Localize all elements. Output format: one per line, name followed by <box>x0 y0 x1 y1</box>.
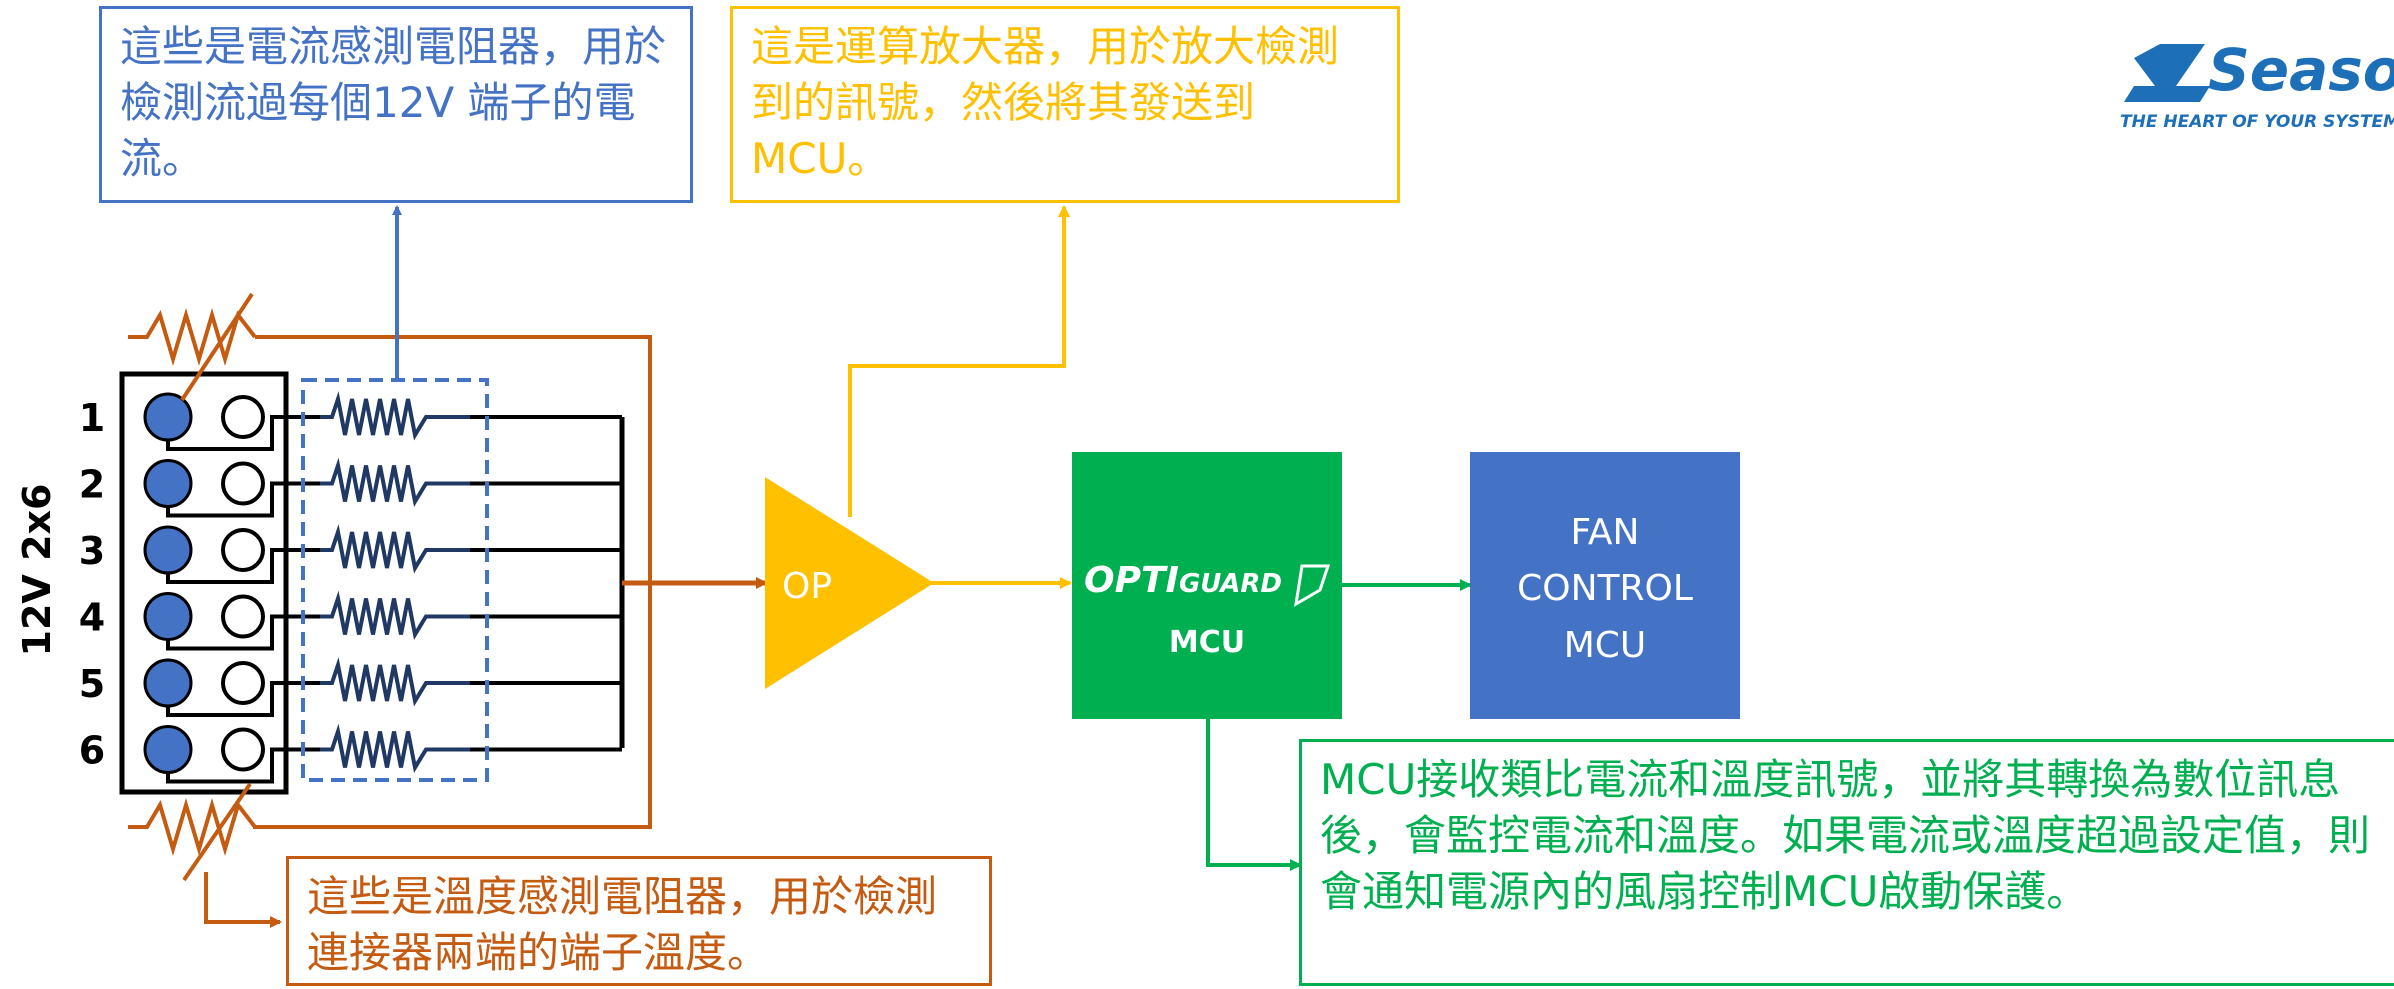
pin-ground-terminal <box>221 661 265 705</box>
current-sense-resistor <box>320 723 470 773</box>
thermistor-bottom <box>128 797 257 857</box>
seasonic-logo-icon <box>2124 44 2210 102</box>
pin-ground-terminal <box>221 528 265 572</box>
pin-number: 5 <box>79 662 105 706</box>
temp-callout-arrow <box>204 872 282 928</box>
optiguard-shield-icon <box>1294 564 1331 607</box>
optiguard-logo-main: OPTI <box>1084 560 1179 601</box>
current-sense-group <box>301 378 489 782</box>
mcu-callout-arrow <box>1206 719 1302 871</box>
optiguard-logo-sub: GUARD <box>1179 569 1282 599</box>
current-sense-resistor <box>320 457 470 507</box>
seasonic-wordmark: Seasonic <box>2208 36 2394 104</box>
connector-label: 12V 2x6 <box>15 484 59 657</box>
thermistor-bottom-slash <box>182 782 252 882</box>
pin-number: 4 <box>79 596 105 640</box>
current-sense-resistor <box>320 391 470 441</box>
optiguard-mcu-block <box>1072 452 1342 719</box>
current-sense-resistor <box>320 657 470 707</box>
pin-ground-terminal <box>221 461 265 506</box>
current-sense-resistor <box>320 590 470 640</box>
pin-number: 1 <box>79 396 105 440</box>
optiguard-mcu-label: MCU <box>1169 625 1245 660</box>
connector-housing <box>119 371 289 795</box>
seasonic-tagline: THE HEART OF YOUR SYSTEM <box>2120 112 2394 132</box>
pin-wire <box>166 481 320 518</box>
pin-12v-terminal <box>143 459 193 508</box>
fan-control-label-3: MCU <box>1564 625 1647 666</box>
optiguard-logo: OPTIGUARD <box>1084 560 1282 601</box>
pin-12v-terminal <box>143 525 193 575</box>
pin-ground-terminal <box>221 727 265 772</box>
op-amp <box>765 477 934 689</box>
pin-wire <box>166 415 320 451</box>
pin-wire <box>166 747 320 784</box>
pin-rows: 1 2 3 4 5 6 <box>79 391 622 784</box>
fan-control-label-1: FAN <box>1571 512 1640 553</box>
op-amp-label: OP <box>782 566 832 607</box>
thermistor-top-slash <box>180 292 254 402</box>
fan-control-block <box>1470 452 1740 719</box>
current-sense-callout: 這些是電流感測電阻器，用於檢測流過每個12V 端子的電流。 <box>99 6 693 203</box>
temperature-sense-callout: 這些是溫度感測電阻器，用於檢測連接器兩端的端子溫度。 <box>286 856 992 986</box>
op-callout-arrow <box>848 205 1070 517</box>
pin-12v-terminal <box>143 592 193 641</box>
temp-sense-wire-top <box>253 335 652 829</box>
pin-12v-terminal <box>143 392 193 442</box>
pin-ground-terminal <box>221 395 265 439</box>
pin-wire <box>166 614 320 651</box>
pin-number: 6 <box>79 729 105 773</box>
pin-number: 2 <box>79 463 105 507</box>
seasonic-logo: Seasonic THE HEART OF YOUR SYSTEM <box>2118 34 2394 144</box>
pin-ground-terminal <box>221 594 265 639</box>
thermistor-top <box>128 307 257 367</box>
current-sense-resistor <box>320 524 470 574</box>
pin-12v-terminal <box>143 658 193 708</box>
fan-control-label-2: CONTROL <box>1517 568 1693 609</box>
pin-12v-terminal <box>143 725 193 774</box>
pin-number: 3 <box>79 529 105 573</box>
op-amp-callout: 這是運算放大器，用於放大檢測到的訊號，然後將其發送到MCU。 <box>730 6 1400 203</box>
pin-wire <box>166 548 320 584</box>
mcu-description-callout: MCU接收類比電流和溫度訊號，並將其轉換為數位訊息後，會監控電流和溫度。如果電流… <box>1299 739 2394 986</box>
pin-wire <box>166 681 320 717</box>
